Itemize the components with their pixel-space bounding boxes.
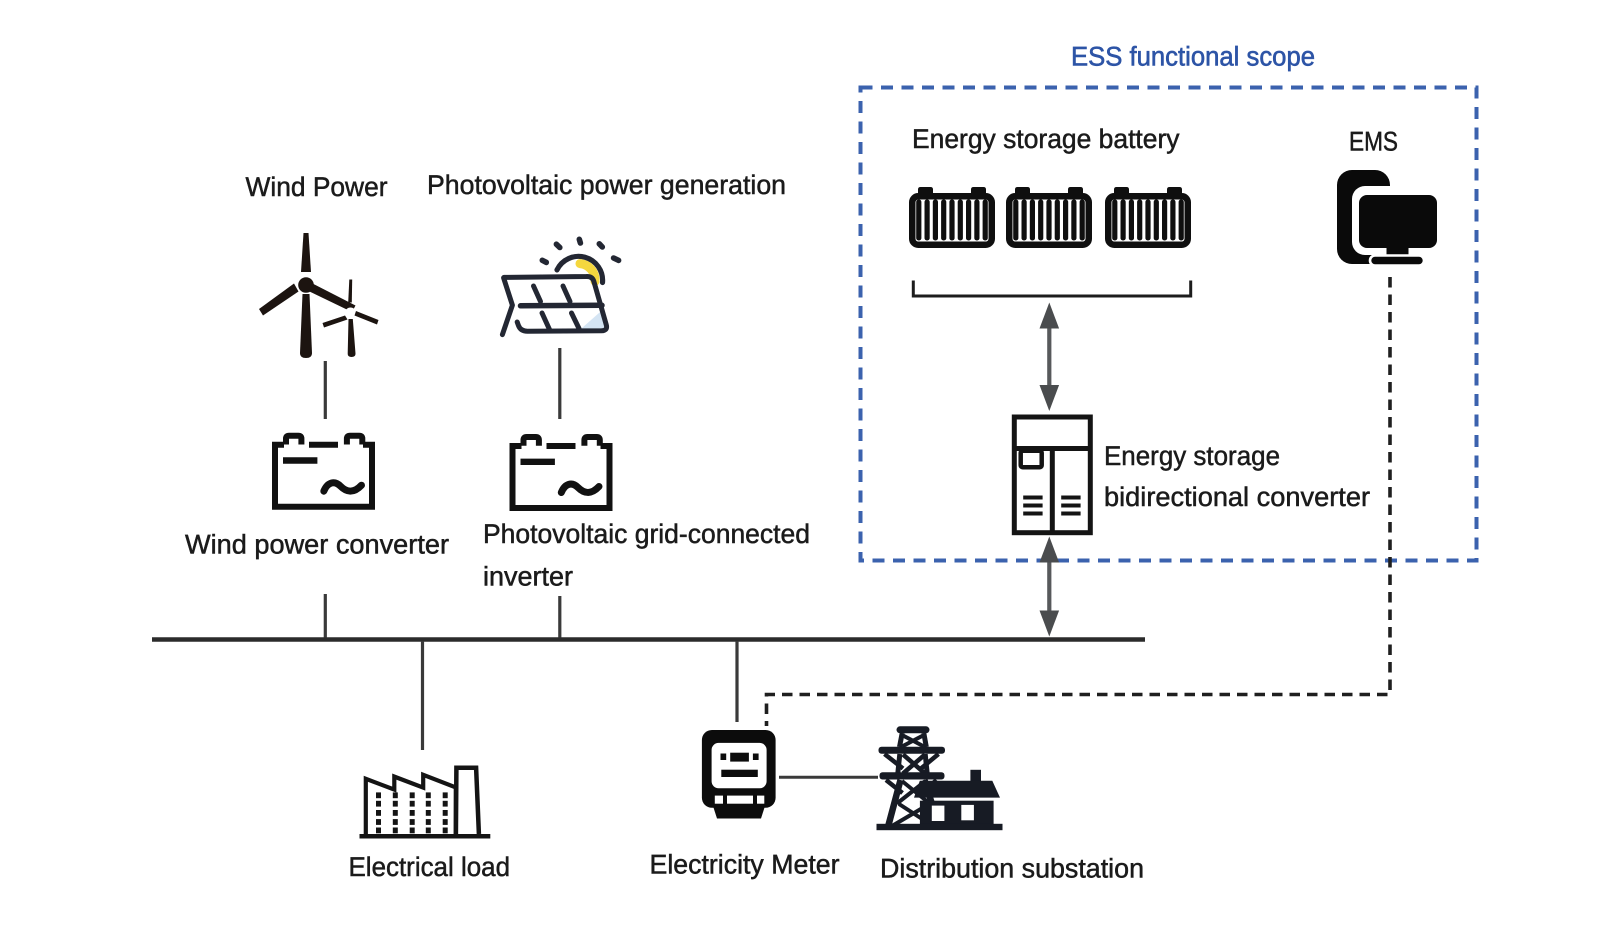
svg-text:Energy storage battery: Energy storage battery (912, 124, 1180, 154)
svg-text:Photovoltaic power generation: Photovoltaic power generation (427, 170, 786, 200)
svg-text:EMS: EMS (1349, 126, 1398, 156)
svg-text:Wind power converter: Wind power converter (185, 530, 449, 560)
svg-text:ESS functional scope: ESS functional scope (1071, 42, 1315, 72)
svg-text:Electrical load: Electrical load (349, 852, 511, 882)
svg-text:Distribution substation: Distribution substation (880, 854, 1144, 884)
svg-text:bidirectional converter: bidirectional converter (1104, 482, 1370, 512)
svg-text:Photovoltaic grid-connected: Photovoltaic grid-connected (483, 519, 810, 549)
svg-text:inverter: inverter (483, 562, 573, 592)
svg-text:Wind Power: Wind Power (246, 172, 388, 202)
svg-text:Electricity Meter: Electricity Meter (650, 850, 840, 880)
svg-text:Energy storage: Energy storage (1104, 441, 1280, 471)
